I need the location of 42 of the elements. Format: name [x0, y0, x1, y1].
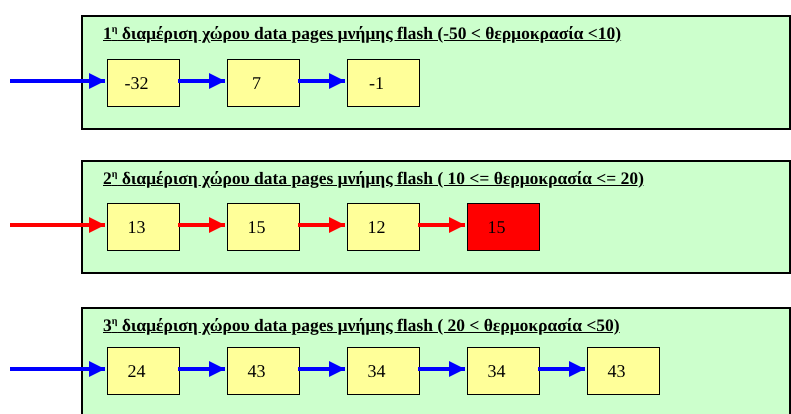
arrow: [10, 217, 105, 233]
data-page-box: [227, 203, 300, 251]
value-text: 34: [368, 360, 386, 382]
data-page-box: [347, 203, 420, 251]
arrow: [298, 361, 345, 377]
arrow: [298, 217, 345, 233]
data-page-box: [227, 347, 300, 395]
value-text: 12: [368, 216, 386, 238]
value-text: -1: [369, 72, 384, 94]
arrow: [418, 217, 465, 233]
arrow: [10, 361, 105, 377]
value-text: 43: [248, 360, 266, 382]
partition-panel: [81, 307, 791, 414]
arrow: [298, 73, 345, 89]
partition-panel: [81, 160, 791, 274]
data-page-box: [107, 59, 180, 107]
value-text: 13: [128, 216, 146, 238]
value-text: 7: [252, 72, 261, 94]
value-text: 15: [248, 216, 266, 238]
value-text: 24: [128, 360, 146, 382]
partition-heading: 3$^{η}$ διαμέριση χώρου data pages μνήμης flash ( 20 < θερμοκρασία <50): [103, 315, 620, 336]
data-page-box: [107, 203, 180, 251]
value-text: -32: [124, 72, 148, 94]
arrow: [178, 217, 225, 233]
arrow: [538, 361, 585, 377]
data-page-box: [587, 347, 660, 395]
partition-heading: 2$^{η}$ διαμέριση χώρου data pages μνήμης flash ( 10 <= θερμοκρασία <= 20): [103, 168, 644, 189]
arrow: [418, 361, 465, 377]
data-page-box: [107, 347, 180, 395]
data-page-box: [227, 59, 300, 107]
data-page-box: [347, 347, 420, 395]
data-page-box: [467, 347, 540, 395]
arrow: [178, 361, 225, 377]
partition-panel: [81, 15, 791, 130]
partition-heading: 1$^{η}$ διαμέριση χώρου data pages μνήμης flash (-50 < θερμοκρασία <10): [103, 23, 622, 44]
value-text: 43: [608, 360, 626, 382]
arrow: [10, 73, 105, 89]
data-page-box: [347, 59, 420, 107]
data-page-box: [467, 203, 540, 251]
value-text: 15: [488, 216, 506, 238]
arrow: [178, 73, 225, 89]
value-text: 34: [488, 360, 506, 382]
